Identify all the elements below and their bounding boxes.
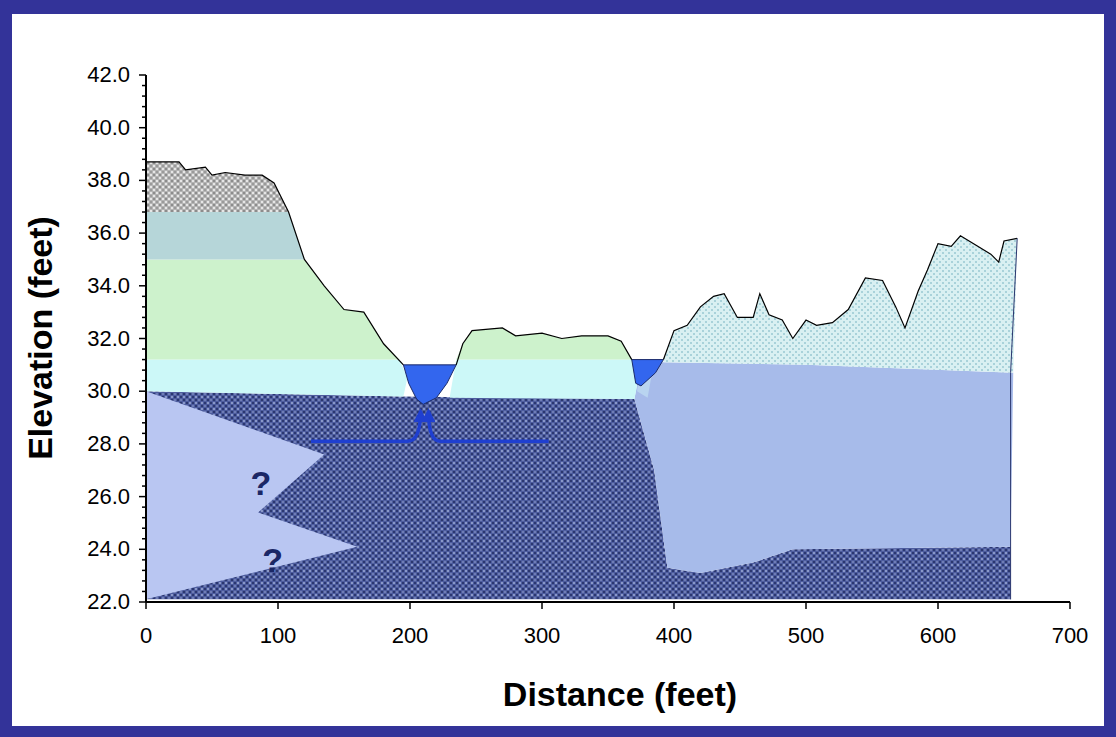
x-tick-label: 100 — [260, 625, 297, 647]
right-aquifer-layer — [634, 362, 1013, 573]
uncertainty-mark: ? — [262, 543, 283, 577]
y-tick-label: 26.0 — [87, 486, 130, 508]
x-tick-label: 200 — [392, 625, 429, 647]
left-cap-layer — [146, 162, 289, 212]
y-tick-label: 28.0 — [87, 433, 130, 455]
x-tick-label: 500 — [788, 625, 825, 647]
y-tick-label: 40.0 — [87, 117, 130, 139]
panel — [12, 14, 1104, 726]
y-tick-label: 32.0 — [87, 328, 130, 350]
y-axis-title: Elevation (feet) — [23, 216, 57, 460]
y-tick-label: 34.0 — [87, 275, 130, 297]
x-tick-label: 400 — [656, 625, 693, 647]
stream-channel — [403, 365, 456, 405]
x-axis-title: Distance (feet) — [503, 677, 737, 711]
x-tick-label: 300 — [524, 625, 561, 647]
x-tick-label: 600 — [920, 625, 957, 647]
side-channel — [632, 360, 664, 386]
groundwater-flow-arrow — [428, 411, 548, 441]
ground-surface-line — [663, 236, 1017, 360]
ground-surface-line — [456, 328, 632, 365]
axes — [139, 75, 1070, 609]
y-tick-label: 36.0 — [87, 222, 130, 244]
uncertain-wedge-layer — [146, 391, 357, 599]
left-teal-layer — [146, 212, 304, 259]
y-tick-label: 42.0 — [87, 64, 130, 86]
section-edge — [1011, 238, 1018, 599]
ground-surface-line — [146, 162, 403, 365]
middle-green-mound — [456, 328, 632, 360]
groundwater-flow-arrow — [311, 411, 421, 441]
y-tick-label: 24.0 — [87, 538, 130, 560]
middle-cyan-layer — [450, 360, 637, 400]
uncertainty-mark: ? — [250, 466, 271, 500]
y-tick-label: 38.0 — [87, 169, 130, 191]
y-tick-label: 22.0 — [87, 591, 130, 613]
y-tick-label: 30.0 — [87, 380, 130, 402]
left-green-layer — [146, 259, 399, 359]
x-tick-label: 0 — [140, 625, 152, 647]
x-tick-label: 700 — [1052, 625, 1089, 647]
left-cyan-layer — [146, 360, 407, 397]
right-surface-layer — [663, 236, 1017, 373]
